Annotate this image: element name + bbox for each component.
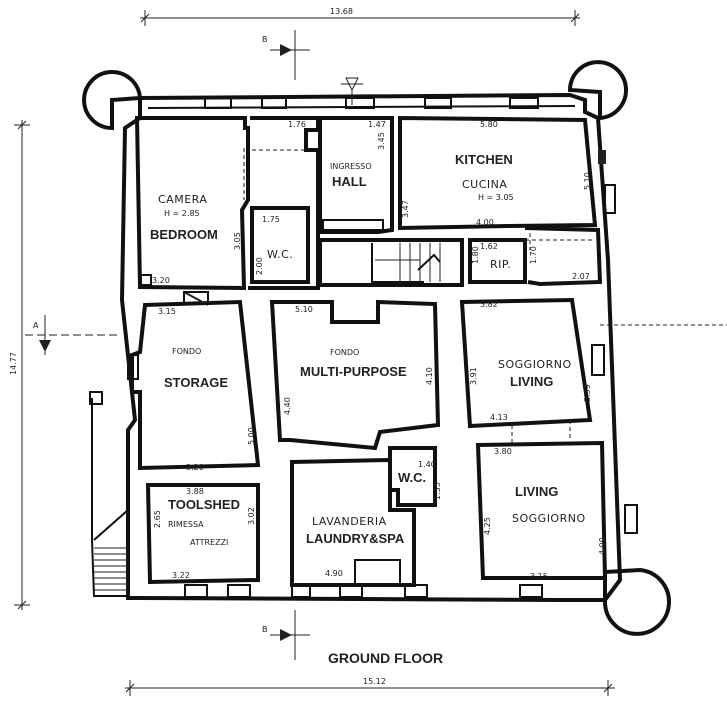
outer-walls <box>89 92 638 602</box>
multipurpose-label: MULTI-PURPOSE <box>300 364 407 379</box>
svg-text:4.25: 4.25 <box>483 517 492 535</box>
svg-text:1.76: 1.76 <box>288 120 306 129</box>
svg-text:1.47: 1.47 <box>368 120 386 129</box>
svg-text:4.10: 4.10 <box>425 367 434 385</box>
laundry-label: LAUNDRY&SPA <box>306 531 405 546</box>
room-bedroom: CAMERA H = 2.85 BEDROOM 3.05 3.20 <box>134 116 250 291</box>
wc-upper-label: W.C. <box>267 248 293 261</box>
svg-text:3.82: 3.82 <box>480 300 498 309</box>
dimension-bottom-label: 15.12 <box>363 677 386 686</box>
stair-core <box>318 238 464 287</box>
svg-text:3.59: 3.59 <box>583 384 592 402</box>
svg-text:B: B <box>262 35 268 44</box>
dimension-top: 13.68 <box>140 7 580 26</box>
svg-text:3.88: 3.88 <box>186 487 204 496</box>
room-toolshed: TOOLSHED RIMESSA ATTREZZI 3.88 2.65 3.02… <box>145 483 260 585</box>
room-rip: RIP. 1.62 1.80 1.70 2.07 <box>468 226 603 287</box>
exterior-stair <box>91 398 129 597</box>
svg-text:2.65: 2.65 <box>153 510 162 528</box>
bedroom-height: H = 2.85 <box>164 209 200 218</box>
svg-text:3.91: 3.91 <box>469 367 478 385</box>
svg-text:2.00: 2.00 <box>255 257 264 275</box>
svg-text:4.90: 4.90 <box>325 569 343 578</box>
room-hall: INGRESSO HALL 1.47 3.45 <box>318 77 394 234</box>
living-lower-it-label: SOGGIORNO <box>512 512 586 525</box>
svg-text:2.07: 2.07 <box>572 272 590 281</box>
hall-label: HALL <box>332 174 367 189</box>
hall-it-label: INGRESSO <box>330 162 372 171</box>
svg-text:3.15: 3.15 <box>158 307 176 316</box>
room-living-lower: LIVING SOGGIORNO 3.80 4.25 4.00 3.15 <box>475 440 608 581</box>
svg-text:4.40: 4.40 <box>283 397 292 415</box>
dimension-bottom: 15.12 <box>125 677 615 696</box>
svg-text:3.80: 3.80 <box>494 447 512 456</box>
section-marker-b-top: B <box>262 30 310 80</box>
multipurpose-it-label: FONDO <box>330 348 359 357</box>
toolshed-it1-label: RIMESSA <box>168 520 204 529</box>
toolshed-label: TOOLSHED <box>168 497 240 512</box>
svg-text:5.00: 5.00 <box>247 427 256 445</box>
svg-text:3.20: 3.20 <box>186 463 204 472</box>
room-laundry: LAVANDERIA LAUNDRY&SPA 4.90 <box>290 457 416 587</box>
svg-text:3.47: 3.47 <box>401 200 410 218</box>
bedroom-it-label: CAMERA <box>158 193 207 206</box>
dimension-top-label: 13.68 <box>330 7 353 16</box>
dimension-left: 14.77 <box>9 120 30 610</box>
svg-text:3.20: 3.20 <box>152 276 170 285</box>
storage-it-label: FONDO <box>172 347 201 356</box>
svg-text:5.10: 5.10 <box>583 172 592 190</box>
room-wc-lower: W.C. 1.40 1.35 <box>388 446 442 507</box>
kitchen-height: H = 3.05 <box>478 193 514 202</box>
section-marker-a-left: A <box>25 315 120 355</box>
svg-text:B: B <box>262 625 268 634</box>
living-upper-it-label: SOGGIORNO <box>498 358 572 371</box>
room-kitchen: KITCHEN CUCINA H = 3.05 5.80 5.10 4.00 3… <box>398 115 606 250</box>
svg-text:1.62: 1.62 <box>480 242 498 251</box>
svg-text:A: A <box>33 321 39 330</box>
dimension-left-label: 14.77 <box>9 352 18 375</box>
corner-towers <box>82 60 671 636</box>
svg-text:5.80: 5.80 <box>480 120 498 129</box>
kitchen-label: KITCHEN <box>455 152 513 167</box>
svg-text:1.75: 1.75 <box>262 215 280 224</box>
room-wc-upper: W.C. 1.75 2.00 1.76 <box>248 116 320 290</box>
svg-text:3.45: 3.45 <box>377 132 386 150</box>
room-storage: FONDO STORAGE 3.15 5.00 3.20 <box>130 291 261 472</box>
section-marker-b-bottom: B <box>262 610 310 660</box>
svg-text:3.05: 3.05 <box>233 232 242 250</box>
rip-label: RIP. <box>490 258 511 271</box>
svg-text:3.15: 3.15 <box>530 572 548 581</box>
laundry-it-label: LAVANDERIA <box>312 515 387 528</box>
room-living-upper: SOGGIORNO LIVING 3.82 3.91 3.59 4.13 <box>459 297 593 445</box>
svg-text:4.00: 4.00 <box>598 537 607 555</box>
svg-text:4.13: 4.13 <box>490 413 508 422</box>
living-upper-label: LIVING <box>510 374 553 389</box>
svg-text:4.00: 4.00 <box>476 218 494 227</box>
svg-text:1.70: 1.70 <box>529 246 538 264</box>
svg-text:1.40: 1.40 <box>418 460 436 469</box>
bedroom-label: BEDROOM <box>150 227 218 242</box>
kitchen-it-label: CUCINA <box>462 178 507 191</box>
svg-text:5.10: 5.10 <box>295 305 313 314</box>
room-multipurpose: FONDO MULTI-PURPOSE 5.10 4.40 4.10 <box>269 299 441 451</box>
svg-text:1.80: 1.80 <box>471 246 480 264</box>
svg-text:3.22: 3.22 <box>172 571 190 580</box>
living-lower-label: LIVING <box>515 484 558 499</box>
svg-text:3.02: 3.02 <box>247 507 256 525</box>
floor-title: GROUND FLOOR <box>328 650 443 666</box>
toolshed-it2-label: ATTREZZI <box>190 538 228 547</box>
wc-lower-label: W.C. <box>398 470 426 485</box>
svg-text:1.35: 1.35 <box>433 482 442 500</box>
storage-label: STORAGE <box>164 375 228 390</box>
